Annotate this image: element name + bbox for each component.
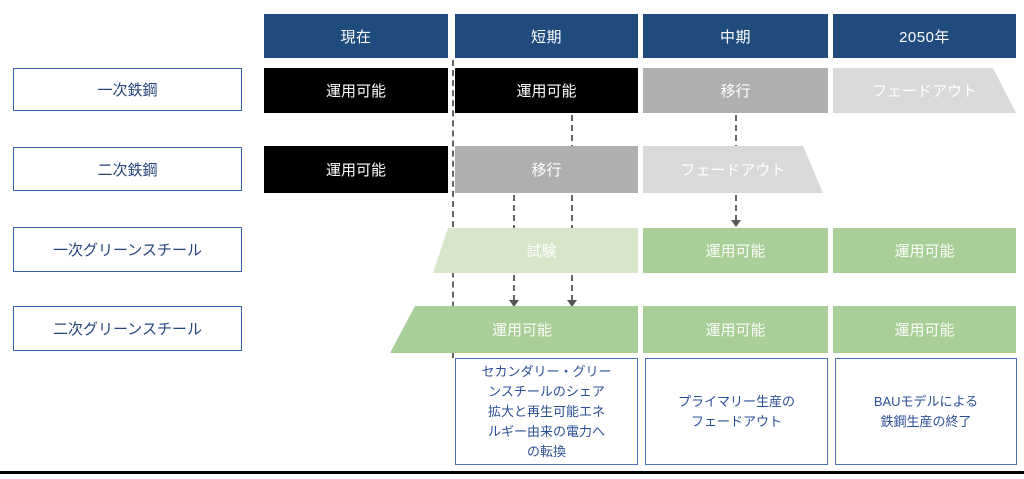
bar-secondary-green-steel-2050: 運用可能 (833, 306, 1016, 353)
bar-secondary-steel-short-term: 移行 (455, 146, 638, 193)
arrowhead-icon (567, 300, 577, 307)
bar-secondary-steel-mid-term: フェードアウト (643, 146, 823, 193)
note-line: フェードアウト (690, 413, 782, 429)
column-header-2050: 2050年 (833, 14, 1016, 58)
note-line: の転換 (526, 443, 566, 459)
column-header-mid-term: 中期 (643, 14, 828, 58)
note-line: BAUモデルによる (873, 393, 979, 409)
bottom-rule (0, 471, 1024, 474)
bar-secondary-green-steel-short-term: 運用可能 (390, 306, 638, 353)
bar-primary-steel-2050: フェードアウト (833, 68, 1016, 113)
row-label-secondary-steel: 二次鉄鋼 (13, 147, 242, 191)
note-line: 鉄鋼生産の終了 (880, 413, 972, 429)
row-label-primary-steel: 一次鉄鋼 (13, 68, 242, 111)
note-2050: BAUモデルによる 鉄鋼生産の終了 (835, 358, 1017, 465)
bar-primary-green-steel-mid-term: 運用可能 (643, 228, 828, 273)
arrowhead-icon (509, 300, 519, 307)
note-line: 拡大と再生可能エネ (487, 403, 605, 419)
row-label-primary-green-steel: 一次グリーンスチール (13, 227, 242, 272)
bar-primary-green-steel-short-term: 試験 (433, 228, 638, 273)
bar-secondary-green-steel-mid-term: 運用可能 (643, 306, 828, 353)
dashed-connector-short-term-long (452, 60, 454, 358)
dashed-connector-transition-to-green-2 (571, 115, 573, 301)
note-mid-term: プライマリー生産の フェードアウト (645, 358, 828, 465)
row-label-secondary-green-steel: 二次グリーンスチール (13, 306, 242, 351)
bar-primary-steel-present: 運用可能 (264, 68, 448, 113)
column-header-present: 現在 (264, 14, 448, 58)
bar-primary-steel-mid-term: 移行 (643, 68, 828, 113)
column-header-short-term: 短期 (455, 14, 638, 58)
note-line: ルギー由来の電力へ (487, 423, 605, 439)
bar-primary-green-steel-2050: 運用可能 (833, 228, 1016, 273)
bar-primary-steel-short-term: 運用可能 (455, 68, 638, 113)
note-short-term: セカンダリー・グリー ンスチールのシェア 拡大と再生可能エネ ルギー由来の電力へ… (455, 358, 638, 465)
note-line: ンスチールのシェア (488, 383, 605, 399)
arrowhead-icon (731, 220, 741, 227)
note-line: セカンダリー・グリー (481, 363, 612, 379)
note-line: プライマリー生産の (677, 393, 795, 409)
bar-secondary-steel-present: 運用可能 (264, 146, 448, 193)
